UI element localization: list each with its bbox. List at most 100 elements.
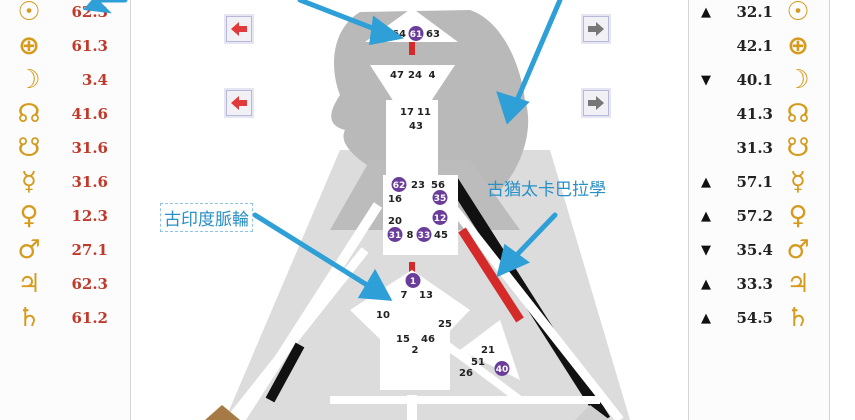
- mercury-icon: ☿: [790, 167, 806, 197]
- gate-number: 21: [481, 345, 495, 356]
- right-planet-row: ▲57.2♀: [689, 199, 829, 233]
- sun-icon: ☉: [786, 0, 810, 27]
- left-planet-row: ☿ 31.6: [0, 165, 130, 199]
- gate-number: 51: [471, 357, 485, 368]
- venus-icon: ♀: [19, 201, 39, 231]
- gate-number: 46: [421, 334, 435, 345]
- gate-highlight-circle: [405, 273, 421, 288]
- arrow-left-icon: [231, 22, 247, 36]
- right-planet-value: 31.3: [736, 139, 773, 157]
- right-planet-row: 31.3 ☋: [689, 131, 829, 165]
- gate-number: 43: [409, 121, 423, 132]
- gate-number: 47: [390, 70, 404, 81]
- callout-chakra-label: 古印度脈輪: [160, 203, 253, 232]
- right-planet-row: ▲ 57.1 ☿: [689, 165, 829, 199]
- gate-number: 33: [418, 231, 431, 241]
- earth-icon: ⊕: [18, 31, 40, 61]
- right-planet-row: 42.1 ⊕: [689, 29, 829, 63]
- gate-number: 62: [393, 181, 406, 191]
- right-planet-value: 57.2: [736, 207, 773, 225]
- jupiter-icon: ♃: [17, 269, 41, 299]
- gate-number: 23: [411, 180, 425, 191]
- prev-button-top[interactable]: [226, 16, 252, 42]
- left-planet-row: ♀ 12.3: [0, 199, 130, 233]
- throat-center: [386, 100, 438, 175]
- gate-number: 63: [426, 29, 440, 40]
- right-planet-value: 54.5: [736, 309, 773, 327]
- left-planet-row: ♂27.1: [0, 233, 130, 267]
- jupiter-icon: ♃: [786, 269, 810, 299]
- gate-number: 16: [388, 194, 402, 205]
- gate-highlight-circle: [408, 26, 424, 41]
- sun-icon: ☉: [17, 0, 41, 27]
- right-planet-row: ▼35.4♂: [689, 233, 829, 267]
- gate-number: 61: [410, 30, 423, 40]
- south-node-icon: ☋: [17, 133, 41, 163]
- left-planet-value: 31.6: [71, 173, 108, 191]
- down-arrow-icon: ▼: [701, 242, 711, 258]
- moon-icon: ☽: [17, 65, 41, 95]
- left-planet-row: ♄ 61.2: [0, 301, 130, 335]
- up-arrow-icon: ▲: [701, 310, 711, 326]
- gate-number: 31: [389, 231, 402, 241]
- left-planet-row: ☋ 31.6: [0, 131, 130, 165]
- gate-highlight-circle: [432, 190, 448, 205]
- gate-number: 35: [434, 194, 447, 204]
- right-planet-row: 41.3☊: [689, 97, 829, 131]
- left-planet-value: 62.3: [71, 275, 108, 293]
- left-planet-value: 31.6: [71, 139, 108, 157]
- gate-highlight-circle: [494, 361, 510, 376]
- right-planet-value: 42.1: [736, 37, 773, 55]
- right-planet-value: 40.1: [736, 71, 773, 89]
- up-arrow-icon: ▲: [701, 174, 711, 190]
- down-arrow-icon: ▼: [701, 72, 711, 88]
- left-planet-row: ⊕61.3: [0, 29, 130, 63]
- left-planet-row: ☊41.6: [0, 97, 130, 131]
- earth-icon: ⊕: [787, 31, 809, 61]
- left-planet-value: 3.4: [81, 71, 108, 89]
- right-planet-row: ▼ 40.1 ☽: [689, 63, 829, 97]
- left-planet-column: ☉ 62.3 ⊕61.3☽ 3.4 ☊41.6☋ 31.6 ☿ 31.6 ♀ 12.3 ♂27.1♃…: [0, 0, 131, 420]
- gate-highlight-circle: [387, 227, 403, 242]
- gate-number: 64: [392, 29, 406, 40]
- right-planet-row: ▲54.5♄: [689, 301, 829, 335]
- right-planet-row: ▲ 33.3 ♃: [689, 267, 829, 301]
- gate-number: 13: [419, 290, 433, 301]
- up-arrow-icon: ▲: [701, 4, 711, 20]
- arrow-left-icon: [231, 96, 247, 110]
- venus-icon: ♀: [788, 201, 808, 231]
- mercury-icon: ☿: [21, 167, 37, 197]
- saturn-icon: ♄: [17, 303, 41, 333]
- up-arrow-icon: ▲: [701, 276, 711, 292]
- prev-button-bottom[interactable]: [226, 90, 252, 116]
- left-planet-value: 27.1: [71, 241, 108, 259]
- right-planet-value: 33.3: [736, 275, 773, 293]
- right-planet-value: 57.1: [736, 173, 773, 191]
- bottom-arrow-left: [205, 405, 240, 420]
- pointer-arrows: [82, 0, 563, 301]
- gate-number: 15: [396, 334, 410, 345]
- gate-number: 2: [412, 345, 419, 356]
- gate-number: 56: [431, 180, 445, 191]
- gate-number: 11: [417, 107, 431, 118]
- moon-icon: ☽: [786, 65, 810, 95]
- arrow-right-icon: [588, 96, 604, 110]
- sacral-center: [380, 330, 450, 390]
- arrow-right-icon: [588, 22, 604, 36]
- left-planet-row: ♃ 62.3: [0, 267, 130, 301]
- gate-number: 25: [438, 319, 452, 330]
- next-button-bottom[interactable]: [583, 90, 609, 116]
- gate-number: 45: [434, 230, 448, 241]
- right-planet-column: ▲32.1☉42.1⊕▼40.1☽41.3☊31.3☋▲57.1☿▲57.2♀▼…: [688, 0, 830, 420]
- callout-kabbalah-label: 古猶太卡巴拉學: [487, 180, 606, 200]
- gate-number: 40: [496, 365, 509, 375]
- next-button-top[interactable]: [583, 16, 609, 42]
- left-planet-value: 41.6: [71, 105, 108, 123]
- south-node-icon: ☋: [786, 133, 810, 163]
- bottom-arrow-right: [575, 405, 610, 420]
- gate-highlight-circle: [432, 210, 448, 225]
- left-planet-value: 61.2: [71, 309, 108, 327]
- mars-icon: ♂: [786, 235, 810, 265]
- left-planet-value: 12.3: [71, 207, 108, 225]
